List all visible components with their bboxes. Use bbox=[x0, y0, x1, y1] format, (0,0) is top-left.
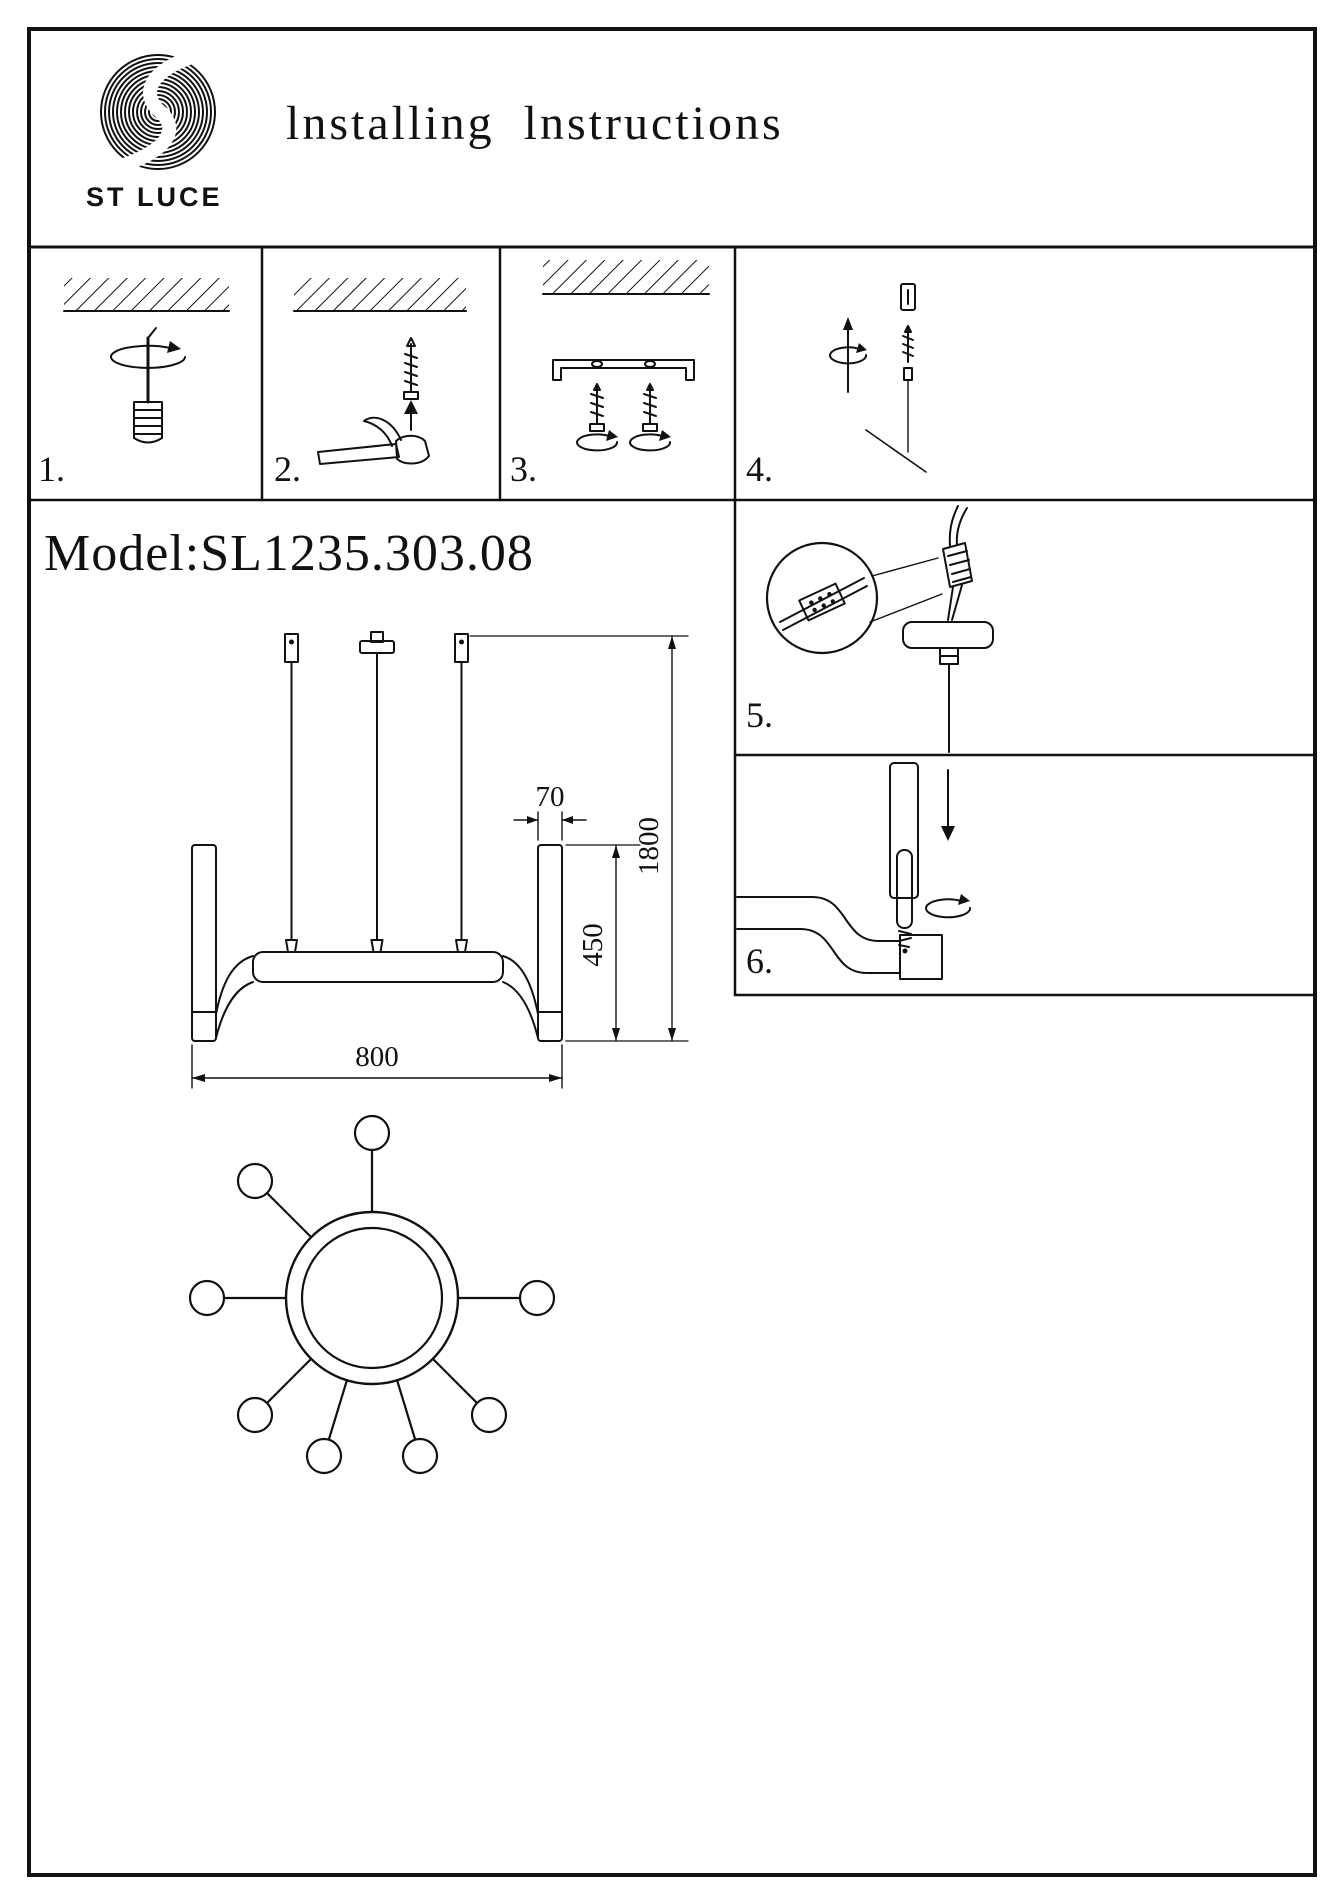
wire-twist-icon bbox=[829, 317, 867, 393]
canopy-right bbox=[454, 633, 469, 663]
dimension-1800: 1800 bbox=[469, 635, 689, 1042]
step-1-label: 1. bbox=[38, 449, 65, 489]
bulb-arm bbox=[305, 1378, 349, 1475]
ceiling-hatch bbox=[542, 260, 710, 295]
dimension-450: 450 bbox=[565, 844, 641, 1042]
page-border bbox=[27, 27, 1317, 1877]
ceiling-hatch bbox=[293, 278, 467, 312]
candle-tube bbox=[889, 762, 919, 899]
suspension-wires bbox=[285, 652, 468, 953]
canopy-left bbox=[284, 633, 299, 663]
step-6-label: 6. bbox=[746, 941, 773, 981]
bulb-arm bbox=[353, 1114, 391, 1214]
step-2-label: 2. bbox=[274, 449, 301, 489]
leader-lines bbox=[869, 557, 943, 623]
fixture-body bbox=[191, 844, 563, 1042]
stluce-logo-icon bbox=[100, 48, 216, 175]
bulb-arm bbox=[431, 1357, 508, 1434]
bulb-arm bbox=[395, 1378, 439, 1475]
step5-drawing bbox=[765, 505, 994, 753]
step6-drawing bbox=[736, 762, 972, 980]
detail-magnifier-circle bbox=[765, 541, 879, 655]
screw-icon bbox=[576, 383, 618, 452]
dim-800-label: 800 bbox=[355, 1041, 399, 1073]
arrow-up-icon bbox=[404, 400, 418, 431]
hammer-icon bbox=[317, 416, 430, 465]
section-divider-lines bbox=[29, 245, 1315, 997]
top-view-diagram bbox=[188, 1114, 556, 1475]
step-5-label: 5. bbox=[746, 695, 773, 735]
bulb-arm bbox=[456, 1279, 556, 1317]
step2-drawing bbox=[293, 278, 467, 465]
step-4-label: 4. bbox=[746, 449, 773, 489]
step3-drawing bbox=[542, 260, 710, 452]
dimension-800: 800 bbox=[191, 1041, 563, 1089]
ceiling-anchor-parts bbox=[865, 283, 927, 473]
front-view-diagram: 70 1800 450 bbox=[191, 631, 689, 1089]
step1-drawing bbox=[63, 278, 230, 444]
canopy-center bbox=[359, 631, 395, 654]
bulb-arm bbox=[236, 1162, 313, 1239]
step4-drawing bbox=[829, 283, 927, 473]
ceiling-hatch bbox=[63, 278, 230, 312]
fixture-arm bbox=[736, 896, 943, 980]
dim-1800-label: 1800 bbox=[633, 817, 665, 875]
screw-icon bbox=[629, 383, 671, 452]
bulb-arm bbox=[236, 1357, 313, 1434]
wire-connector-icon bbox=[942, 505, 973, 621]
ceiling-canopy bbox=[902, 621, 994, 753]
dim-450-label: 450 bbox=[577, 923, 609, 967]
rotation-arrow-icon bbox=[925, 894, 972, 919]
bulb-arm bbox=[188, 1279, 288, 1317]
step-3-label: 3. bbox=[510, 449, 537, 489]
dimension-70: 70 bbox=[513, 781, 587, 841]
arrow-down-icon bbox=[941, 769, 955, 841]
dim-70-label: 70 bbox=[536, 781, 565, 813]
mounting-bracket bbox=[552, 359, 695, 381]
screwdriver-icon bbox=[110, 327, 186, 444]
brand-name: ST LUCE bbox=[86, 182, 223, 212]
anchor-screw-icon bbox=[403, 337, 419, 400]
page-title: lnstalling lnstructions bbox=[286, 97, 784, 150]
model-label: Model:SL1235.303.08 bbox=[44, 525, 534, 582]
